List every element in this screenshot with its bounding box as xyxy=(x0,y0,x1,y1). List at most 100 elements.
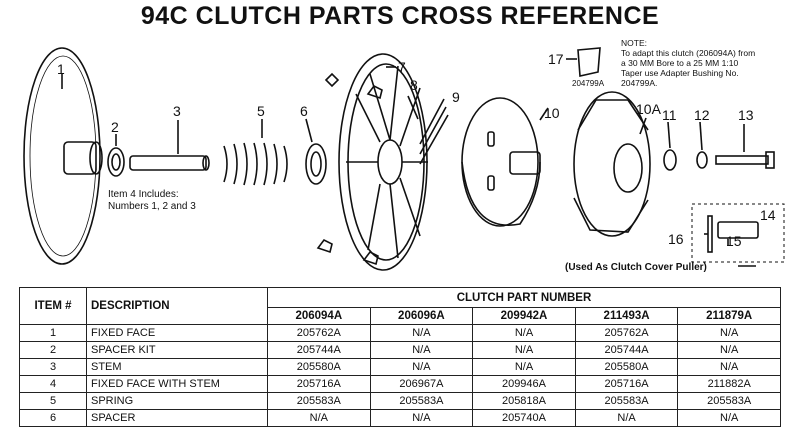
part-number-cell: N/A xyxy=(677,358,781,376)
part-movable-face xyxy=(461,97,549,227)
part-number-cell: N/A xyxy=(472,324,576,342)
part-number-cell: N/A xyxy=(574,409,679,427)
header-description: DESCRIPTION xyxy=(86,287,268,325)
callout-13: 13 xyxy=(738,107,754,123)
part-number-cell: N/A xyxy=(677,409,781,427)
part-number-cell: N/A xyxy=(677,341,781,359)
inset-cover-puller xyxy=(691,203,785,267)
part-number-cell: 205583A xyxy=(369,392,474,410)
note-line: a 30 MM Bore to a 25 MM 1:10 xyxy=(621,58,739,68)
header-col: 211493A xyxy=(574,307,679,325)
note-line: To adapt this clutch (206094A) from xyxy=(621,48,756,58)
part-cover xyxy=(573,91,651,237)
part-number-cell: N/A xyxy=(369,324,474,342)
part-stem xyxy=(129,120,210,171)
part-adapter-bushing xyxy=(566,47,601,77)
callout-8: 8 xyxy=(410,77,418,93)
cover-puller-label: (Used As Clutch Cover Puller) xyxy=(565,262,707,273)
callout-7: 7 xyxy=(398,59,406,75)
part-number-cell: N/A xyxy=(369,358,474,376)
item-number-cell: 2 xyxy=(19,341,87,359)
callout-5: 5 xyxy=(257,103,265,119)
adapter-note: NOTE: To adapt this clutch (206094A) fro… xyxy=(621,38,799,88)
callout-2: 2 xyxy=(111,119,119,135)
part-lock-washer xyxy=(696,121,708,169)
header-col: 206094A xyxy=(267,307,371,325)
part-number-cell: 205744A xyxy=(267,341,371,359)
part-number-cell: N/A xyxy=(677,324,781,342)
description-cell: FIXED FACE xyxy=(86,324,268,342)
item-number-cell: 5 xyxy=(19,392,87,410)
part-washer xyxy=(663,121,677,171)
callout-10a: 10A xyxy=(636,101,662,117)
part-number-cell: 211882A xyxy=(677,375,781,393)
part-number-cell: 205580A xyxy=(574,358,679,376)
part-number-cell: 205762A xyxy=(574,324,679,342)
note-line: NOTE: xyxy=(621,38,647,48)
part-number-cell: 209946A xyxy=(472,375,576,393)
header-col: 209942A xyxy=(472,307,576,325)
note-line: 204799A. xyxy=(621,78,658,88)
part-number-cell: 205583A xyxy=(574,392,679,410)
callout-12: 12 xyxy=(694,107,710,123)
item4-note-line: Item 4 Includes: xyxy=(108,189,179,200)
item-number-cell: 1 xyxy=(19,324,87,342)
part-number-cell: N/A xyxy=(267,409,371,427)
callout-6: 6 xyxy=(300,103,308,119)
part-spacer xyxy=(305,118,327,185)
parts-cross-reference-table: ITEM # DESCRIPTION CLUTCH PART NUMBER 20… xyxy=(19,287,781,427)
callout-14: 14 xyxy=(760,207,776,223)
page-title: 94C CLUTCH PARTS CROSS REFERENCE xyxy=(140,2,660,30)
part-number-cell: 205744A xyxy=(574,341,679,359)
part17-number: 204799A xyxy=(572,79,605,88)
part-number-cell: 205716A xyxy=(574,375,679,393)
part-number-cell: N/A xyxy=(369,341,474,359)
description-cell: SPACER xyxy=(86,409,268,427)
header-col: 211879A xyxy=(677,307,781,325)
description-cell: SPRING xyxy=(86,392,268,410)
description-cell: FIXED FACE WITH STEM xyxy=(86,375,268,393)
part-rollers xyxy=(316,66,449,266)
part-bolt xyxy=(715,124,775,169)
part-spacer-kit xyxy=(107,134,125,177)
callout-9: 9 xyxy=(452,89,460,105)
part-fixed-face xyxy=(23,47,103,265)
part-number-cell: N/A xyxy=(369,409,474,427)
part-number-cell: N/A xyxy=(472,358,576,376)
header-item: ITEM # xyxy=(19,287,87,325)
part-number-cell: 205818A xyxy=(472,392,576,410)
part-number-cell: 205583A xyxy=(267,392,371,410)
callout-1: 1 xyxy=(57,61,65,77)
description-cell: SPACER KIT xyxy=(86,341,268,359)
part-number-cell: 205583A xyxy=(677,392,781,410)
part-number-cell: 206967A xyxy=(369,375,474,393)
callout-10: 10 xyxy=(544,105,560,121)
callout-16: 16 xyxy=(668,231,684,247)
callout-3: 3 xyxy=(173,103,181,119)
item-number-cell: 4 xyxy=(19,375,87,393)
header-clutch-part-number: CLUTCH PART NUMBER xyxy=(267,287,781,308)
header-col: 206096A xyxy=(369,307,474,325)
part-number-cell: 205740A xyxy=(472,409,576,427)
item4-note-line: Numbers 1, 2 and 3 xyxy=(108,201,196,212)
part-spring xyxy=(223,119,288,186)
part-number-cell: 205762A xyxy=(267,324,371,342)
callout-15: 15 xyxy=(726,233,742,249)
callout-17: 17 xyxy=(548,51,564,67)
item-number-cell: 3 xyxy=(19,358,87,376)
part-number-cell: N/A xyxy=(472,341,576,359)
item-number-cell: 6 xyxy=(19,409,87,427)
callout-11: 11 xyxy=(662,107,677,123)
description-cell: STEM xyxy=(86,358,268,376)
part-number-cell: 205580A xyxy=(267,358,371,376)
note-line: Taper use Adapter Bushing No. xyxy=(621,68,739,78)
exploded-clutch-diagram: 1 2 3 4 5 6 7 8 9 10 10A 11 12 13 14 15 … xyxy=(23,47,785,271)
part-number-cell: 205716A xyxy=(267,375,371,393)
item4-note: Item 4 Includes: Numbers 1, 2 and 3 xyxy=(108,189,196,213)
